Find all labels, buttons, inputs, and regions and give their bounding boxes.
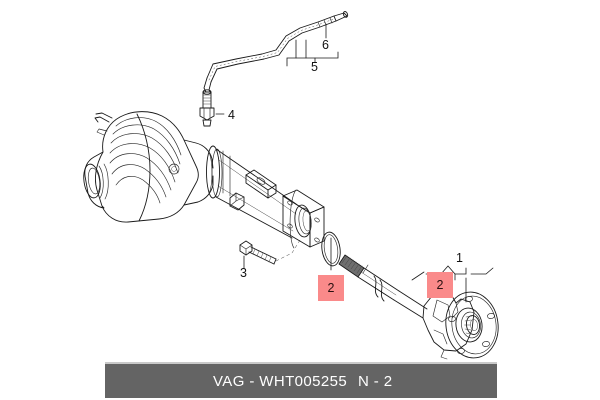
callout-label-4: 4 [228, 108, 235, 122]
callout-label-1: 1 [456, 251, 463, 265]
o-ring-seal [321, 231, 341, 267]
leader-5 [286, 39, 339, 67]
retaining-bolt [239, 239, 301, 269]
callout-highlight-2-oring-left[interactable]: 2 [318, 275, 344, 301]
callout-highlight-2-oring-right[interactable]: 2 [427, 272, 453, 298]
differential-housing [83, 111, 214, 223]
leader-2b [411, 271, 425, 281]
axle-tube [206, 145, 297, 239]
axle-tube-flange [282, 189, 325, 249]
callout-highlight-label: 2 [327, 281, 335, 295]
callout-label-6: 6 [322, 38, 329, 52]
wheel-hub-assembly [422, 291, 499, 360]
callout-label-3: 3 [240, 266, 247, 280]
drive-shaft [338, 254, 428, 319]
footer-part-number: VAG - WHT005255 [213, 372, 348, 390]
callout-label-5: 5 [311, 60, 318, 74]
breather-hose-group [203, 11, 349, 94]
callout-highlight-label: 2 [436, 278, 444, 292]
footer-page-label: N - 2 [358, 372, 393, 390]
footer-bar: VAG - WHT005255 N - 2 [105, 362, 497, 398]
breather-valve-fitting [199, 89, 225, 127]
